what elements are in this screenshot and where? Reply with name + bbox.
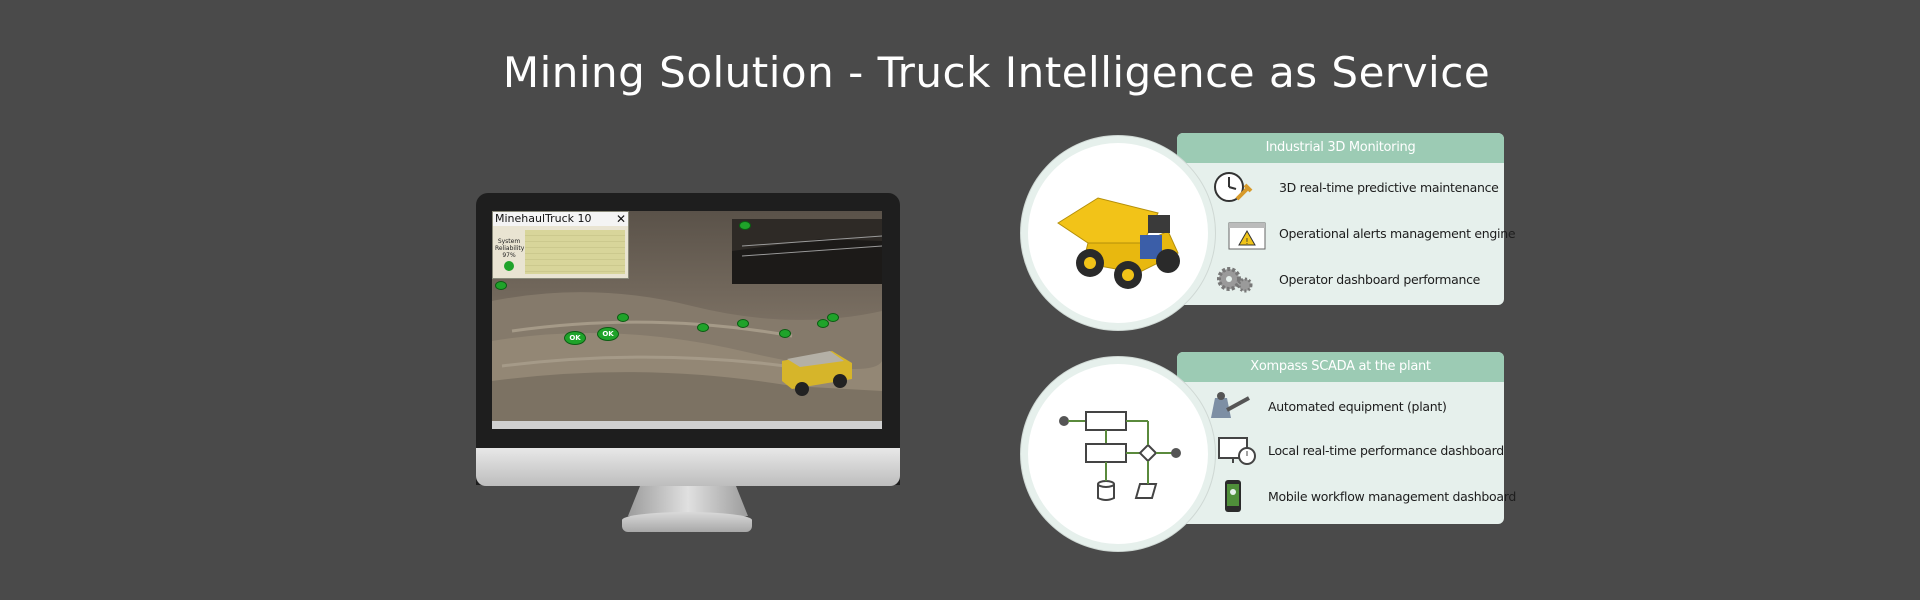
panel-industrial-3d-monitoring: Industrial 3D Monitoring 3D real-time pr… <box>1177 133 1516 305</box>
panel-header: Xompass SCADA at the plant <box>1177 352 1504 382</box>
gears-icon <box>1217 267 1253 293</box>
status-marker[interactable] <box>739 221 751 230</box>
truck-info-popup: MinehaulTruck 10 ✕ System Reliability 97… <box>492 211 629 279</box>
popup-title: MinehaulTruck 10 <box>493 212 628 226</box>
list-item: 3D real-time predictive maintenance <box>1177 169 1504 209</box>
monitor-chin <box>476 448 900 486</box>
item-label: Automated equipment (plant) <box>1268 399 1447 414</box>
item-label: Operational alerts management engine <box>1279 226 1516 241</box>
status-marker[interactable] <box>779 329 791 338</box>
item-label: Operator dashboard performance <box>1279 272 1481 287</box>
item-label: 3D real-time predictive maintenance <box>1279 180 1499 195</box>
list-item: Mobile workflow management dashboard <box>1177 478 1516 518</box>
panel-header: Industrial 3D Monitoring <box>1177 133 1504 163</box>
list-item: ! Operational alerts management engine <box>1177 215 1516 255</box>
page-title: Mining Solution - Truck Intelligence as … <box>502 48 1491 97</box>
svg-text:!: ! <box>1245 237 1248 246</box>
reliability-label: System Reliability 97% <box>495 238 525 271</box>
monitor-stand <box>628 486 748 516</box>
flowchart-illustration-circle <box>1021 357 1215 551</box>
status-marker[interactable] <box>617 313 629 322</box>
item-label: Mobile workflow management dashboard <box>1268 489 1516 504</box>
reliability-value: 97% <box>502 252 516 259</box>
status-marker[interactable] <box>737 319 749 328</box>
list-item: Local real-time performance dashboard <box>1177 432 1504 472</box>
item-label: Local real-time performance dashboard <box>1268 443 1504 458</box>
alert-window-icon: ! <box>1228 222 1266 250</box>
component-table <box>525 230 625 274</box>
list-item: Automated equipment (plant) <box>1177 388 1504 428</box>
mine-terrain-illustration <box>492 211 882 429</box>
status-marker[interactable] <box>827 313 839 322</box>
reliability-label-text: System Reliability <box>495 238 525 252</box>
list-item: Operator dashboard performance <box>1177 261 1504 301</box>
conveyor-icon <box>1211 392 1250 418</box>
mining-truck-icon <box>1057 197 1180 289</box>
status-marker[interactable] <box>817 319 829 328</box>
truck-illustration-circle <box>1021 136 1215 330</box>
status-marker[interactable] <box>495 281 507 290</box>
desktop-monitor: MinehaulTruck 10 ✕ System Reliability 97… <box>476 193 900 485</box>
mobile-icon <box>1225 480 1241 512</box>
haul-truck-3d <box>782 351 852 396</box>
status-marker[interactable] <box>697 323 709 332</box>
panel-xompass-scada: Xompass SCADA at the plant Automated equ… <box>1177 352 1516 524</box>
monitor-screen-3d-view: MinehaulTruck 10 ✕ System Reliability 97… <box>492 211 882 429</box>
close-icon[interactable]: ✕ <box>615 212 626 226</box>
monitor-base <box>622 512 752 532</box>
status-marker-ok[interactable]: OK <box>597 327 619 341</box>
status-marker-ok[interactable]: OK <box>564 331 586 345</box>
status-green-icon <box>504 261 514 271</box>
clock-wrench-icon <box>1214 172 1253 202</box>
flowchart-icon <box>1059 411 1181 501</box>
monitor-clock-icon <box>1218 437 1256 465</box>
